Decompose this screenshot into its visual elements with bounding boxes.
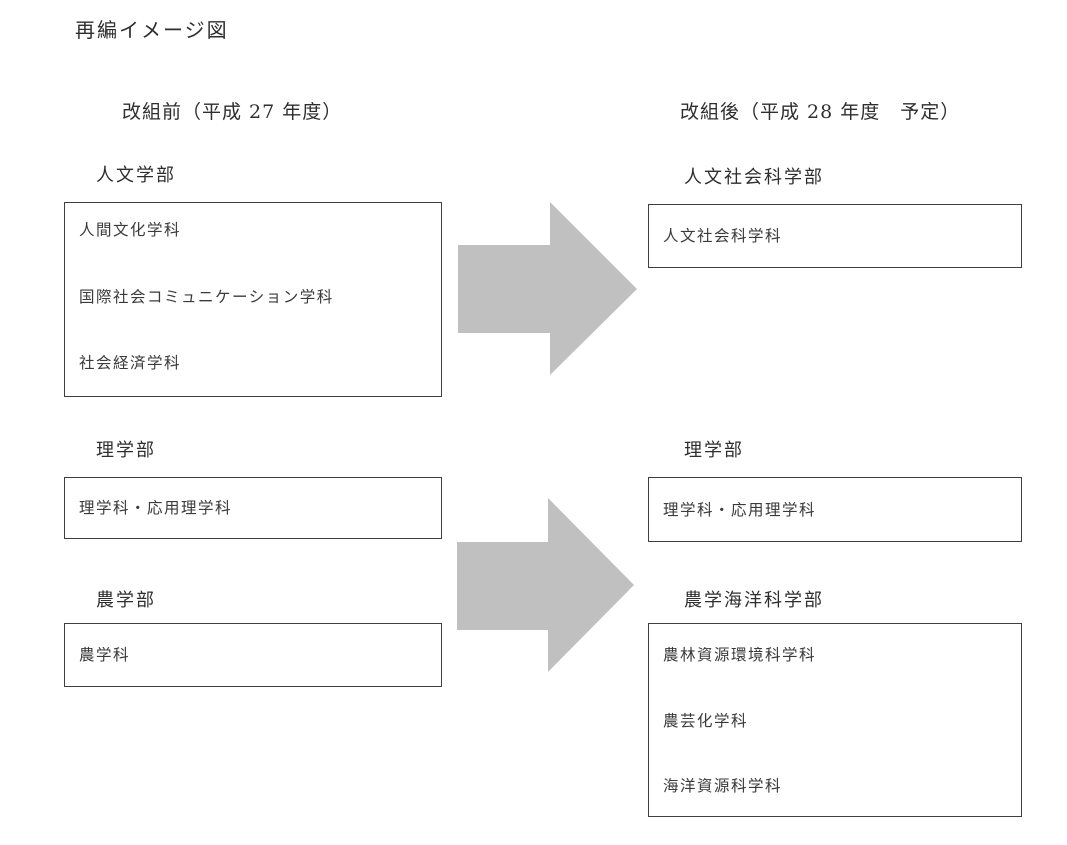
right-arrow-shape xyxy=(457,498,634,672)
faculty-name-humanities-social-after: 人文社会科学部 xyxy=(684,167,824,188)
department-item: 理学科・応用理学科 xyxy=(663,500,817,519)
department-item: 農芸化学科 xyxy=(663,711,749,730)
right-arrow-icon xyxy=(458,202,637,375)
department-item: 海洋資源科学科 xyxy=(663,777,783,795)
faculty-name-agriculture-before: 農学部 xyxy=(96,590,156,611)
department-item: 社会経済学科 xyxy=(79,354,182,372)
department-item: 人文社会科学科 xyxy=(663,227,783,245)
department-item: 人間文化学科 xyxy=(79,221,182,239)
faculty-box-humanities-before: 人間文化学科 国際社会コミュニケーション学科 社会経済学科 xyxy=(64,202,442,397)
faculty-name-science-before: 理学部 xyxy=(96,440,156,461)
department-item: 農学科 xyxy=(79,646,131,664)
faculty-name-science-after: 理学部 xyxy=(684,440,744,461)
faculty-box-agriculture-marine-after: 農林資源環境科学科 農芸化学科 海洋資源科学科 xyxy=(648,623,1022,817)
right-arrow-shape xyxy=(458,202,637,375)
column-heading-before: 改組前（平成 27 年度） xyxy=(122,101,343,123)
column-heading-after: 改組後（平成 28 年度 予定） xyxy=(680,101,961,123)
faculty-box-science-after: 理学科・応用理学科 xyxy=(648,477,1022,542)
department-item: 理学科・応用理学科 xyxy=(79,499,233,517)
department-item: 農林資源環境科学科 xyxy=(663,646,817,664)
faculty-box-science-before: 理学科・応用理学科 xyxy=(64,477,442,539)
faculty-box-humanities-social-after: 人文社会科学科 xyxy=(648,204,1022,268)
faculty-name-agriculture-marine-after: 農学海洋科学部 xyxy=(684,590,824,611)
department-item: 国際社会コミュニケーション学科 xyxy=(79,287,334,306)
faculty-name-humanities-before: 人文学部 xyxy=(96,165,176,186)
right-arrow-icon xyxy=(457,498,634,672)
page-title: 再編イメージ図 xyxy=(75,18,229,42)
faculty-box-agriculture-before: 農学科 xyxy=(64,623,442,687)
